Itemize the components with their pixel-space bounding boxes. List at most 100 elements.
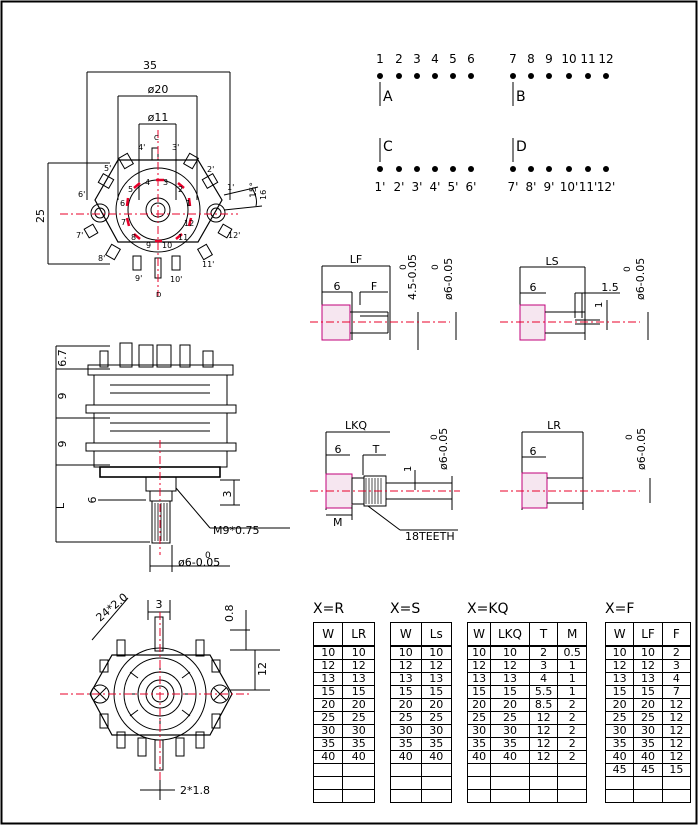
table-cell: 25 xyxy=(420,711,452,725)
pin-top-9: 9 xyxy=(545,52,553,66)
table-cell: 40 xyxy=(312,750,344,764)
table-header-cell: LKQ xyxy=(490,622,530,647)
front-outer-3: 3' xyxy=(172,143,179,152)
bottom-dim-12: 12 xyxy=(256,662,269,676)
pin-top-7: 7 xyxy=(509,52,517,66)
side-view xyxy=(55,342,290,572)
shaft-f-dia: ø6-0.05 xyxy=(442,258,455,300)
table-cell xyxy=(342,763,375,777)
shaft-kq xyxy=(310,431,460,531)
front-outer-12: 12' xyxy=(228,231,240,240)
shaft-kq-teeth: 18TEETH xyxy=(405,530,455,543)
table-cell: 2 xyxy=(557,698,587,712)
table-cell: 10 xyxy=(490,645,530,660)
table-cell: 40 xyxy=(633,750,663,764)
table-cell xyxy=(390,763,422,777)
front-inner-11: 11 xyxy=(178,233,188,242)
front-dim-width: 35 xyxy=(143,59,157,72)
table-cell xyxy=(528,789,559,803)
table-row xyxy=(312,776,375,790)
table-cell xyxy=(633,789,663,803)
shaft-s-tol: 0 xyxy=(623,266,633,272)
table-cell: 30 xyxy=(490,724,530,738)
front-outer-7: 7' xyxy=(76,231,83,240)
front-dim-d11: ø11 xyxy=(148,111,169,124)
table-cell: 12 xyxy=(661,724,692,738)
table-cell: 20 xyxy=(490,698,530,712)
shaft-f-lf: LF xyxy=(350,253,362,266)
front-dim-height: 25 xyxy=(34,209,47,223)
front-label-c: C xyxy=(154,134,159,142)
pin-bottom-5: 5' xyxy=(448,180,459,194)
front-inner-6: 6 xyxy=(120,199,125,208)
side-dim-67: 6.7 xyxy=(56,349,69,367)
pin-bottom-2: 2' xyxy=(394,180,405,194)
table-cell: 15 xyxy=(490,685,530,699)
side-dim-l: L xyxy=(54,502,67,509)
table-cell: 15 xyxy=(604,685,635,699)
table-cell: 12 xyxy=(633,659,663,673)
table-cell: 12 xyxy=(661,711,692,725)
table-cell: 15 xyxy=(342,685,375,699)
table-cell xyxy=(528,763,559,777)
shaft-f-tol1: 0 xyxy=(399,264,409,270)
table-cell: 4 xyxy=(661,672,692,686)
table-cell xyxy=(604,776,635,790)
table-cell xyxy=(312,763,344,777)
front-outer-2: 2' xyxy=(207,165,214,174)
shaft-s-slot: 1.5 xyxy=(601,281,619,294)
front-inner-2: 2 xyxy=(178,185,183,194)
pin-top-11: 11 xyxy=(580,52,595,66)
table-row xyxy=(312,763,375,777)
front-outer-5: 5' xyxy=(104,164,111,173)
front-inner-9: 9 xyxy=(146,241,151,250)
table-cell xyxy=(312,776,344,790)
shaft-kq-tol: 0 xyxy=(430,434,440,440)
table-cell: 40 xyxy=(490,750,530,764)
table-header-cell: LF xyxy=(633,622,663,647)
pin-bottom-7: 7' xyxy=(508,180,519,194)
table-cell: 2 xyxy=(557,737,587,751)
front-outer-6: 6' xyxy=(78,190,85,199)
table-cell xyxy=(557,776,587,790)
pin-top-2: 2 xyxy=(395,52,403,66)
table-cell: 8.5 xyxy=(528,698,559,712)
front-dim-d20: ø20 xyxy=(148,83,169,96)
table-cell: 45 xyxy=(633,763,663,777)
table-cell: 4 xyxy=(528,672,559,686)
pin-top-8: 8 xyxy=(527,52,535,66)
shaft-f xyxy=(310,265,457,350)
table-cell xyxy=(342,776,375,790)
table-cell: 12 xyxy=(528,737,559,751)
shaft-f-six: 6 xyxy=(334,280,341,293)
pin-bottom-11: 11' xyxy=(579,180,598,194)
shaft-kq-t: T xyxy=(372,443,380,456)
table-s-title: X=S xyxy=(390,601,421,617)
table-row xyxy=(390,789,452,803)
shaft-r-tol: 0 xyxy=(625,434,635,440)
table-header-cell: Ls xyxy=(420,622,452,647)
table-cell: 30 xyxy=(312,724,344,738)
table-cell: 20 xyxy=(420,698,452,712)
table-cell: 20 xyxy=(604,698,635,712)
table-row xyxy=(312,789,375,803)
table-cell: 40 xyxy=(466,750,492,764)
table-cell: 10 xyxy=(604,645,635,660)
table-cell: 20 xyxy=(390,698,422,712)
table-cell: 12 xyxy=(420,659,452,673)
table-cell xyxy=(466,776,492,790)
